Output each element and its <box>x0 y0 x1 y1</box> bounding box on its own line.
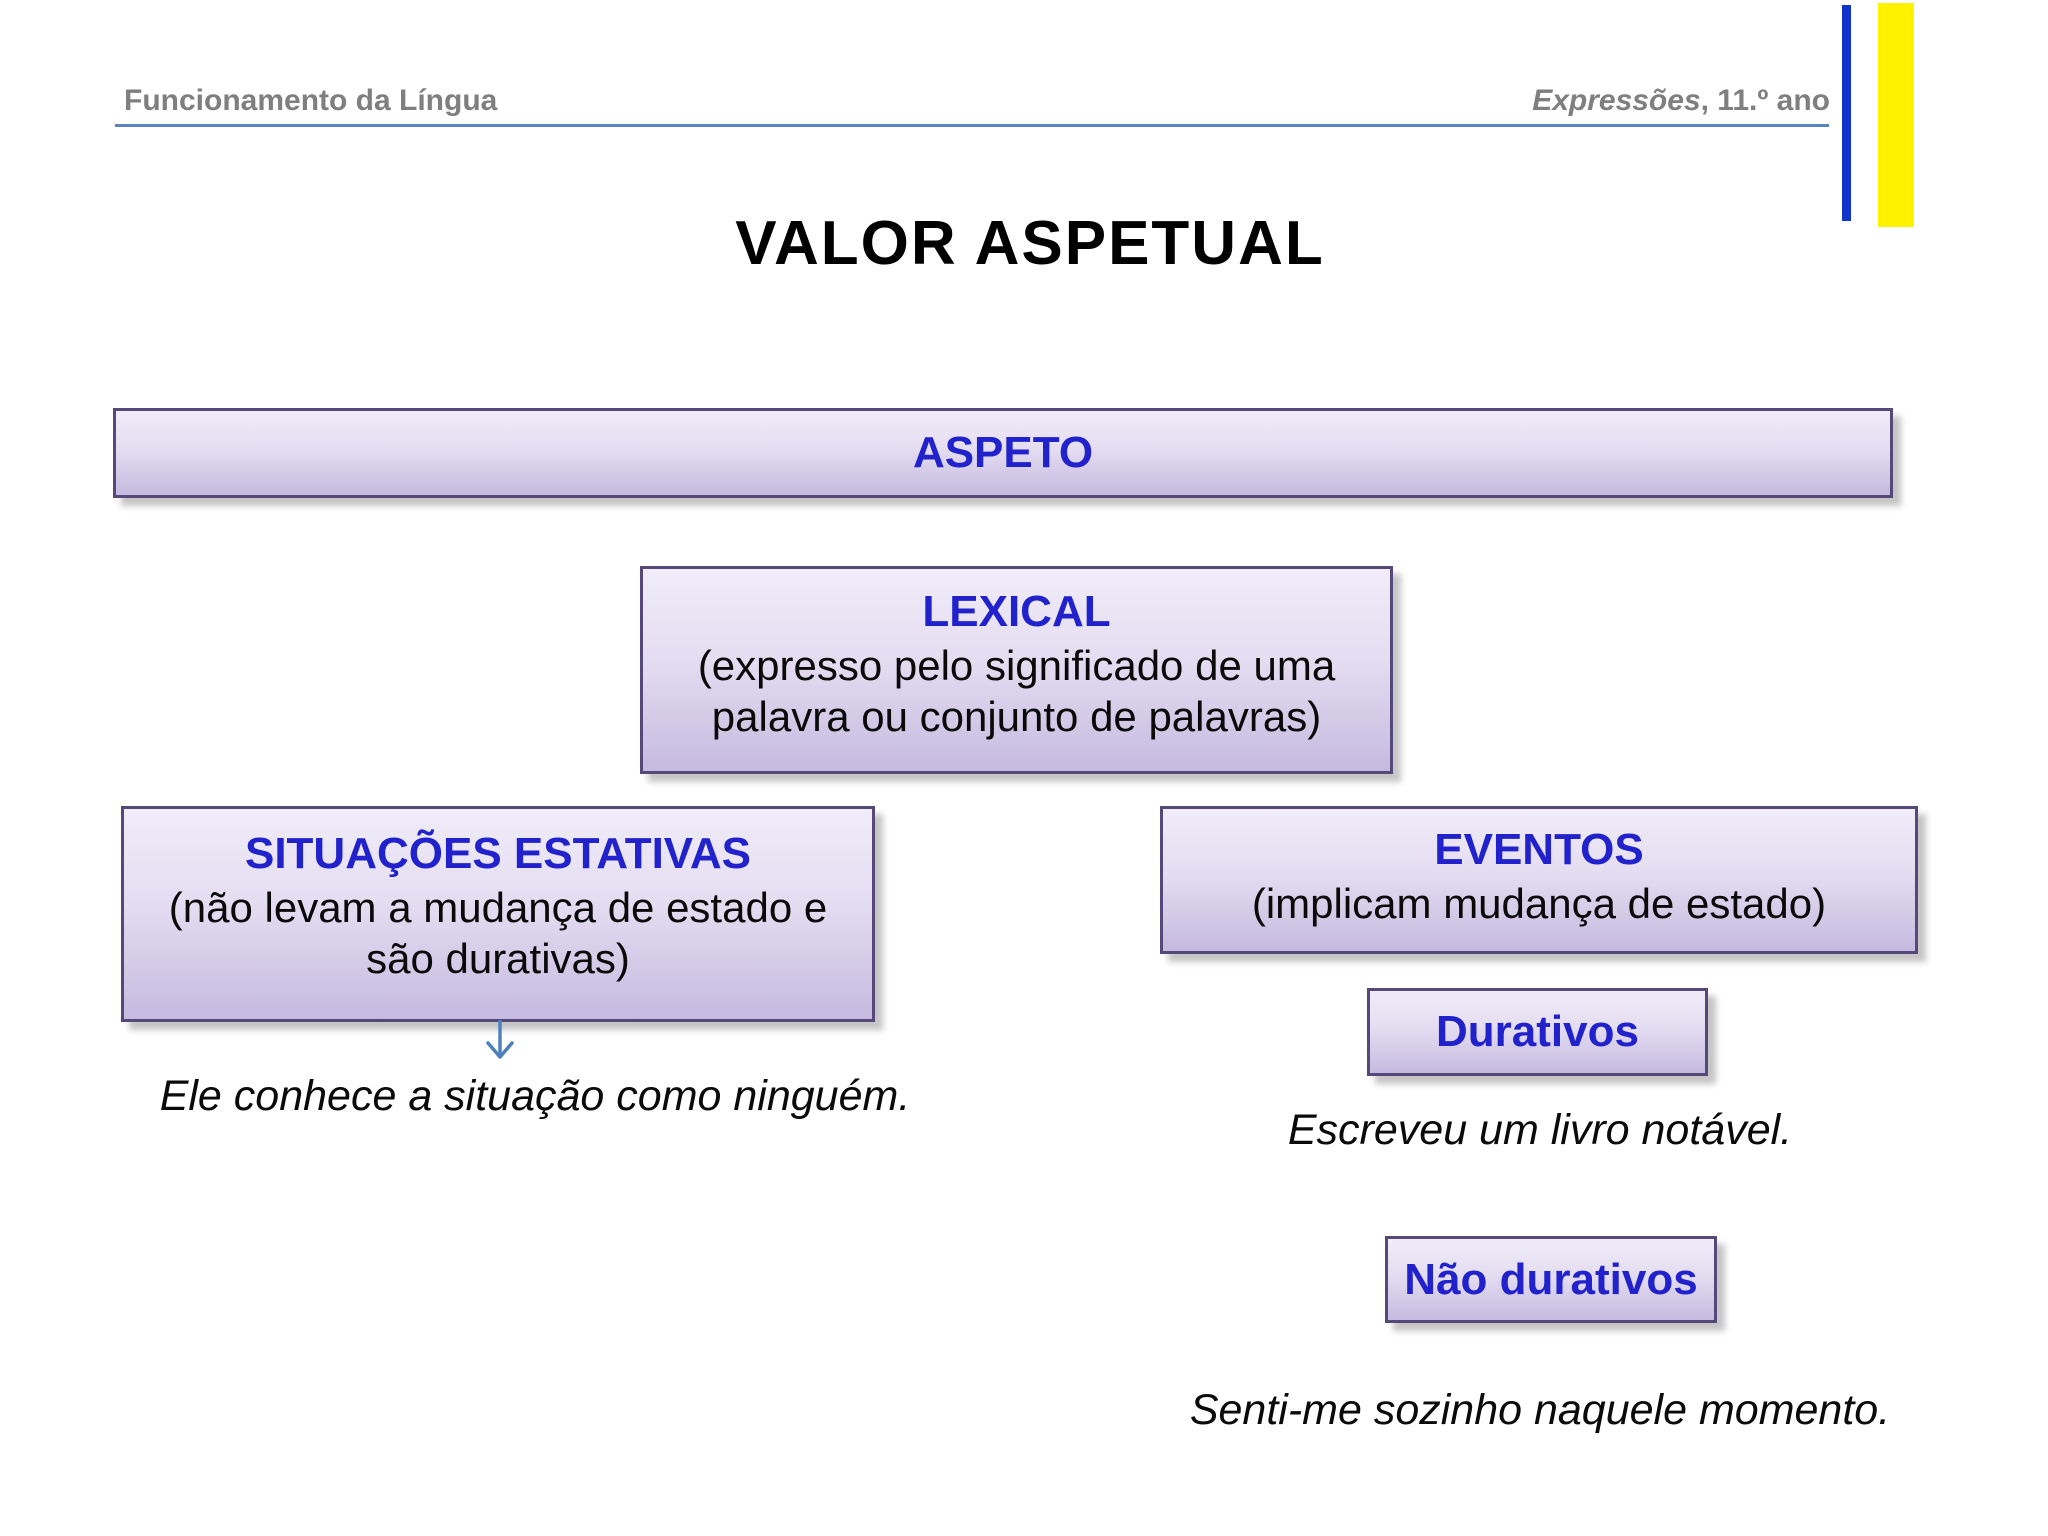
nao-durativos-box: Não durativos <box>1385 1236 1717 1323</box>
lexical-heading: LEXICAL <box>922 587 1111 636</box>
down-arrow-icon <box>478 1020 522 1062</box>
durativos-heading: Durativos <box>1436 1007 1639 1057</box>
estativas-heading: SITUAÇÕES ESTATIVAS <box>244 829 752 878</box>
nao-durativos-example: Senti-me sozinho naquele momento. <box>1189 1386 1891 1434</box>
aspeto-heading: ASPETO <box>912 428 1094 478</box>
aspeto-box: ASPETO <box>113 408 1893 498</box>
eventos-body-line-1: (implicam mudança de estado) <box>1251 880 1827 928</box>
lexical-box: LEXICAL (expresso pelo significado de um… <box>640 566 1393 774</box>
estativas-example: Ele conhece a situação como ninguém. <box>159 1072 911 1120</box>
header-course-name: Expressões <box>1532 84 1701 117</box>
eventos-heading: EVENTOS <box>1434 825 1644 874</box>
header-divider <box>115 124 1829 127</box>
nao-durativos-heading: Não durativos <box>1404 1254 1698 1304</box>
header-left-title: Funcionamento da Língua <box>124 84 498 117</box>
lexical-body-line-2: palavra ou conjunto de palavras) <box>711 693 1322 741</box>
header-course-suffix: , 11.º ano <box>1700 84 1830 117</box>
accent-bar-yellow <box>1878 3 1914 227</box>
estativas-box: SITUAÇÕES ESTATIVAS (não levam a mudança… <box>121 806 875 1022</box>
page-title: VALOR ASPETUAL <box>735 209 1325 278</box>
estativas-body-line-1: (não levam a mudança de estado e <box>168 884 828 932</box>
header-right-course: Expressões, 11.º ano <box>1532 84 1830 118</box>
lexical-body-line-1: (expresso pelo significado de uma <box>697 642 1336 690</box>
durativos-box: Durativos <box>1367 988 1708 1076</box>
estativas-body-line-2: são durativas) <box>366 935 630 983</box>
accent-bar-blue <box>1842 5 1851 221</box>
durativos-example: Escreveu um livro notável. <box>1287 1106 1793 1154</box>
eventos-box: EVENTOS (implicam mudança de estado) <box>1160 806 1918 954</box>
